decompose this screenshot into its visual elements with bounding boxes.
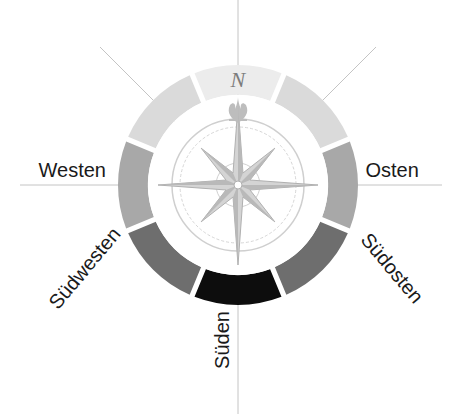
direction-label: Südwesten [44,223,124,313]
direction-label: Südosten [356,229,427,308]
star-center [234,181,242,189]
compass-rose [148,95,328,275]
star-shade [238,105,243,185]
inner-disc [148,95,328,275]
guide-lines [20,0,442,414]
star-shade [238,185,318,190]
star-shade [201,185,238,222]
direction-label: Süden [211,311,233,369]
star-shade [238,148,275,185]
star-shade [201,148,238,185]
direction-label: Osten [366,159,419,181]
north-mark: N [231,68,246,92]
star-shade [238,185,275,222]
star-shade [158,180,238,185]
direction-label: Westen [39,159,106,181]
compass-star [158,105,318,265]
star-shade [233,185,238,265]
direction-ring [118,65,358,305]
